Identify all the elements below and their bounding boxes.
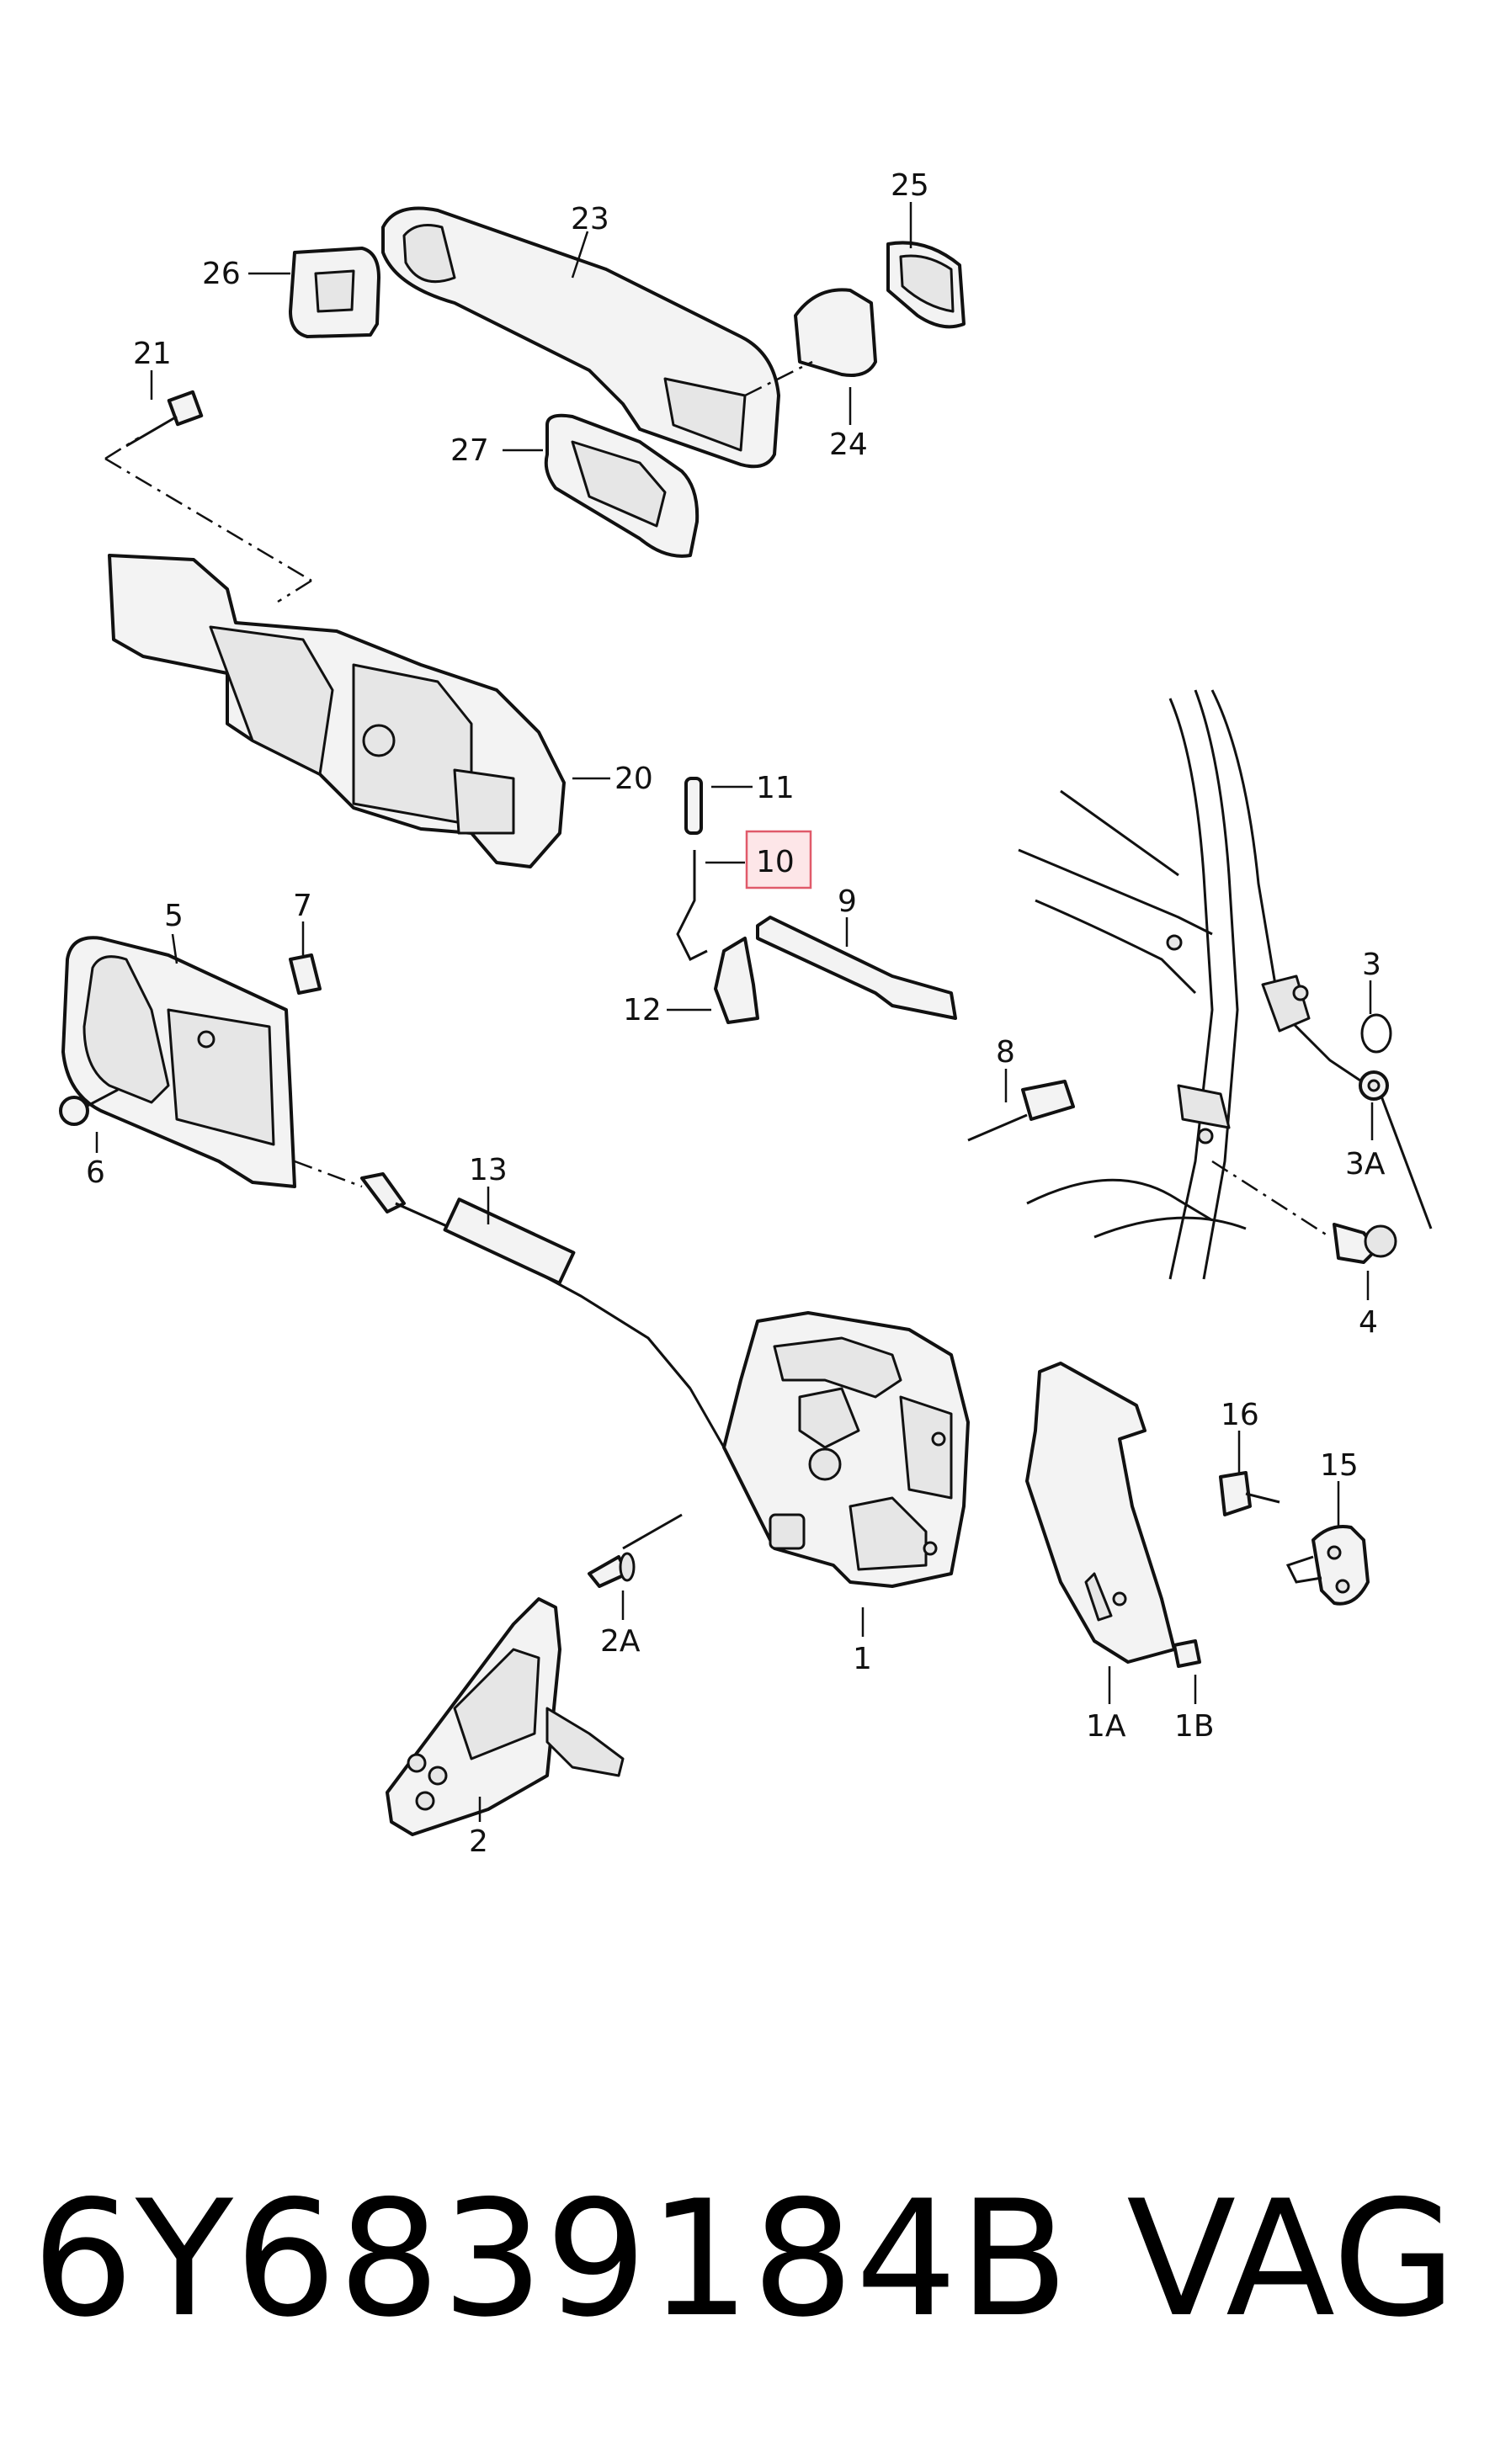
callout-2: 2	[469, 1824, 488, 1859]
callout-9: 9	[838, 884, 857, 919]
part-3-ring	[1360, 1013, 1392, 1054]
part-23-outer-handle	[381, 206, 780, 469]
part-6-screw	[59, 1088, 119, 1126]
callout-10: 10	[756, 845, 795, 879]
callout-16: 16	[1221, 1398, 1259, 1432]
part-16-screw	[1219, 1471, 1280, 1516]
callout-1a: 1A	[1086, 1709, 1126, 1744]
callout-13: 13	[469, 1153, 508, 1187]
callout-1: 1	[853, 1642, 872, 1676]
part-27-seal	[544, 413, 700, 558]
callout-1b: 1B	[1174, 1709, 1215, 1744]
part-5-inner-handle	[61, 936, 296, 1188]
callout-7: 7	[293, 889, 312, 923]
door-frame	[1018, 689, 1433, 1280]
part-25-seal	[886, 241, 966, 329]
callout-2a: 2A	[600, 1624, 641, 1659]
callout-labels: 23 26 25 24 27 21 20 11 10 9 12 8 3 3A 4…	[86, 168, 1386, 1859]
callout-8: 8	[996, 1035, 1015, 1070]
part-24-end-cap	[794, 288, 877, 377]
callout-4: 4	[1359, 1305, 1378, 1340]
part-2-bracket	[386, 1597, 625, 1836]
part-7-clip	[289, 953, 322, 995]
callout-25: 25	[891, 168, 929, 203]
callout-24: 24	[829, 427, 868, 462]
callout-20: 20	[614, 762, 653, 796]
part-1b-screw	[1173, 1639, 1201, 1668]
callout-6: 6	[86, 1155, 105, 1190]
part-21-screw	[125, 390, 204, 448]
callout-23: 23	[571, 202, 609, 236]
callout-3: 3	[1362, 948, 1381, 982]
part-4-bolt	[1211, 1160, 1397, 1264]
callout-5: 5	[164, 899, 184, 933]
callout-21: 21	[133, 337, 172, 371]
part-15-striker	[1285, 1525, 1370, 1606]
part-13-cable	[360, 1172, 742, 1466]
part-2a-rivet	[588, 1513, 683, 1588]
part-26-seal	[289, 247, 380, 338]
part-9-rod	[756, 916, 957, 1020]
part-11-pin	[684, 777, 703, 835]
part-3a-nut	[1359, 1070, 1389, 1101]
brand-name: VAG	[1126, 2166, 1456, 2352]
part-1a-plate	[1025, 1362, 1176, 1664]
callout-12: 12	[623, 993, 662, 1028]
callout-11: 11	[756, 771, 795, 805]
part-12-clip	[714, 937, 759, 1024]
callout-26: 26	[202, 257, 241, 291]
callout-3a: 3A	[1345, 1147, 1386, 1182]
part-8-switch	[967, 1080, 1075, 1142]
part-number: 6Y6839184B	[32, 2166, 1071, 2352]
callout-15: 15	[1320, 1448, 1359, 1483]
callout-27: 27	[450, 433, 489, 468]
part-1-door-lock	[722, 1311, 970, 1588]
part-10-rod	[676, 850, 708, 962]
part-20-handle-carrier	[108, 554, 566, 868]
leader-lines	[95, 202, 1374, 1822]
highlight-box-10	[745, 830, 812, 889]
